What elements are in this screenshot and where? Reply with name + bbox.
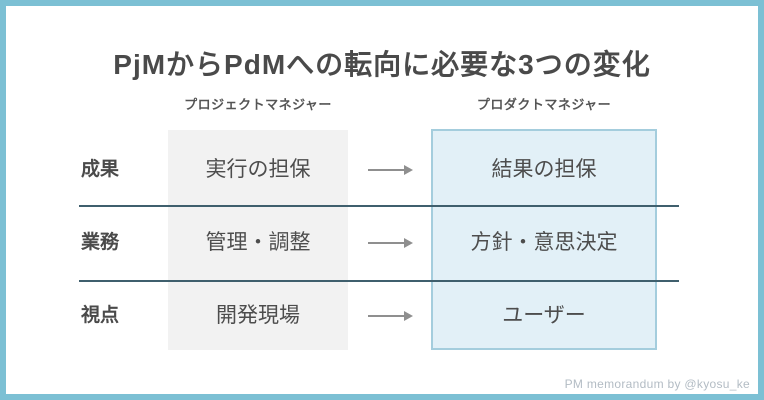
page-title: PjMからPdMへの転向に必要な3つの変化 — [113, 48, 651, 80]
right-arrow-icon — [368, 310, 413, 322]
row-separator-line — [79, 205, 679, 207]
row-label: 業務 — [81, 232, 120, 253]
project-manager-column-box — [168, 130, 348, 350]
to-cell: ユーザー — [502, 304, 586, 327]
product-manager-column-box — [431, 129, 657, 350]
column-header-product-manager: プロダクトマネジャー — [476, 97, 612, 112]
row-label: 成果 — [81, 159, 120, 180]
row-separator-line — [79, 280, 679, 282]
row-label: 視点 — [81, 305, 120, 326]
from-cell: 実行の担保 — [205, 158, 311, 181]
column-header-project-manager: プロジェクトマネジャー — [184, 97, 332, 112]
to-cell: 方針・意思決定 — [470, 231, 618, 254]
right-arrow-icon — [368, 237, 413, 249]
from-cell: 管理・調整 — [205, 231, 311, 254]
to-cell: 結果の担保 — [491, 158, 597, 181]
from-cell: 開発現場 — [216, 304, 300, 327]
footer-credit: PM memorandum by @kyosu_ke — [564, 377, 750, 391]
right-arrow-icon — [368, 164, 413, 176]
